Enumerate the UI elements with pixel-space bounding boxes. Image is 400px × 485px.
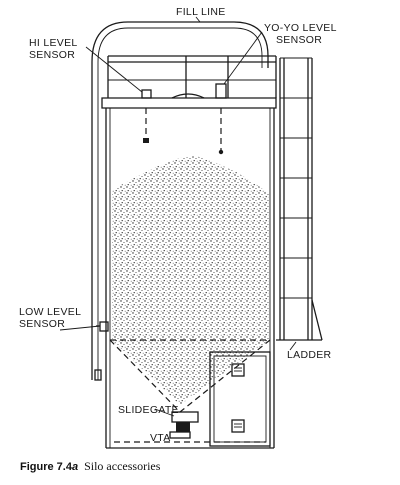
slidegate-label: SLIDEGATE bbox=[118, 404, 179, 416]
hi-level-sensor bbox=[141, 89, 152, 143]
hi-level-leader bbox=[85, 46, 143, 93]
roof-railing bbox=[107, 55, 277, 98]
grain-pile bbox=[112, 156, 269, 405]
yoyo-label-2: SENSOR bbox=[276, 34, 322, 46]
fill-line-pipe bbox=[91, 21, 269, 380]
vta-label: VTA bbox=[150, 432, 171, 444]
figure-caption: Figure 7.4a Silo accessories bbox=[20, 459, 160, 474]
fill-line-pipe-inner bbox=[97, 27, 263, 380]
slidegate-leader bbox=[154, 408, 175, 417]
figure-suffix: a bbox=[71, 461, 79, 473]
fill-line-label: FILL LINE bbox=[176, 6, 226, 18]
low-level-label-2: SENSOR bbox=[19, 318, 65, 330]
low-level-label: LOW LEVEL bbox=[19, 306, 81, 318]
silo-roof bbox=[101, 97, 277, 109]
figure-prefix: Figure 7.4 bbox=[20, 461, 72, 473]
slidegate bbox=[169, 411, 199, 439]
ladder bbox=[276, 57, 323, 341]
fill-line-inlet bbox=[94, 369, 102, 381]
yoyo-label: YO-YO LEVEL bbox=[264, 22, 337, 34]
ladder-leader bbox=[289, 341, 297, 351]
fill-line-leader bbox=[195, 16, 201, 23]
hi-level-label-2: SENSOR bbox=[29, 49, 75, 61]
roof-hatch bbox=[171, 93, 205, 99]
caption-text: Silo accessories bbox=[84, 459, 161, 473]
hi-level-label: HI LEVEL bbox=[29, 37, 78, 49]
yoyo-leader bbox=[223, 31, 263, 85]
yoyo-level-sensor bbox=[215, 83, 227, 155]
low-level-leader bbox=[59, 325, 101, 331]
figure-number: Figure 7.4a bbox=[20, 461, 78, 473]
ladder-label: LADDER bbox=[287, 349, 332, 361]
